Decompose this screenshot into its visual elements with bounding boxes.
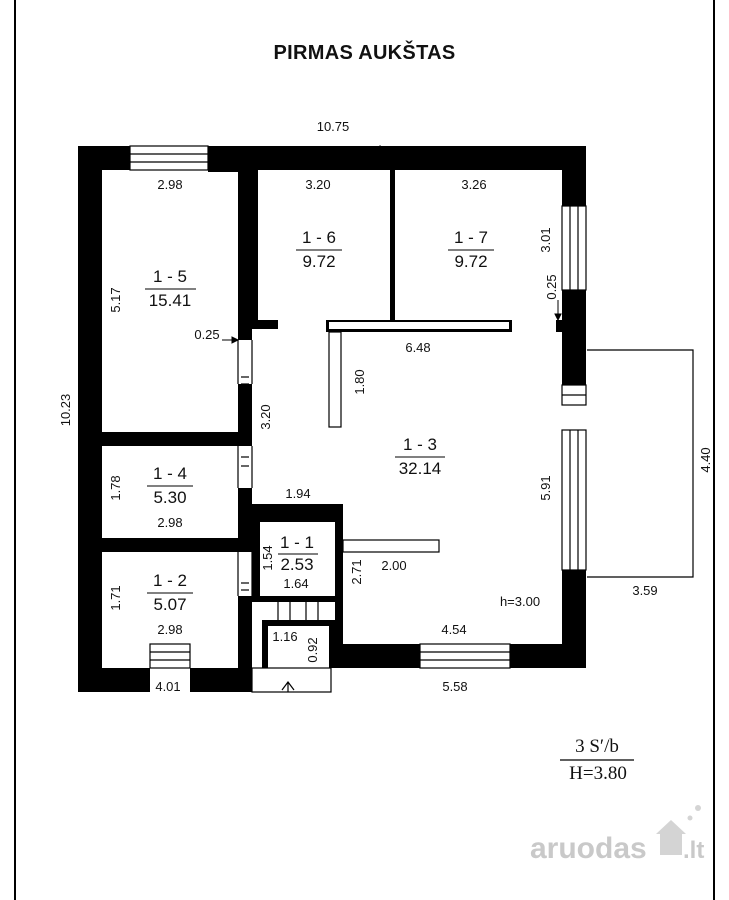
partition-wall: [328, 331, 342, 428]
dim-stair-width: 2.00: [381, 558, 406, 573]
room-1-3: 1 - 3 32.14: [395, 435, 445, 478]
outer-wall-bottom-left: [190, 668, 252, 692]
wall-r11-bottom: [252, 596, 343, 602]
wall-entry-top: [262, 620, 335, 626]
stair-element: [342, 539, 440, 553]
room-area: 9.72: [454, 252, 487, 271]
dim-stair-height: 2.71: [349, 559, 364, 584]
left-border: [14, 0, 16, 900]
watermark-text: aruodas: [530, 832, 647, 865]
sheet-label-bottom: H=3.80: [569, 763, 627, 784]
dim-partition: 1.80: [352, 369, 367, 394]
dim-terrace-height: 4.40: [698, 447, 713, 472]
dim-r11-bottom: 1.64: [283, 576, 308, 591]
watermark-house-icon: [660, 833, 682, 855]
room-area: 15.41: [149, 291, 192, 310]
dim-r11-top: 1.94: [285, 486, 310, 501]
dim-hall-top: 6.48: [405, 340, 430, 355]
room-1-4: 1 - 4 5.30: [147, 464, 193, 507]
dim-r12-height: 1.71: [108, 585, 123, 610]
ceiling-height: h=3.00: [500, 594, 540, 609]
wall-r11-right: [335, 522, 343, 598]
dimension-arrows: [222, 300, 562, 344]
room-area: 5.30: [153, 488, 186, 507]
wall-r16-r17: [390, 170, 395, 322]
room-area: 5.07: [153, 595, 186, 614]
dim-r12-width: 2.98: [157, 622, 182, 637]
outer-walls: [78, 146, 586, 692]
dim-left-gap: 0.25: [194, 327, 219, 342]
room-id: 1 - 5: [153, 267, 187, 286]
wall-r15-bottom: [102, 432, 238, 446]
dim-r11-height: 1.54: [260, 545, 275, 570]
dim-terrace-width: 3.59: [632, 583, 657, 598]
dim-corridor: 3.20: [258, 404, 273, 429]
dim-left-total: 10.23: [58, 394, 73, 427]
room-id: 1 - 1: [280, 533, 314, 552]
dim-bottom-left: 4.01: [155, 679, 180, 694]
outer-wall-bottom-middle: [335, 504, 420, 668]
windows: [129, 145, 587, 669]
room-1-2: 1 - 2 5.07: [147, 571, 193, 614]
room-id: 1 - 7: [454, 228, 488, 247]
terrace-outline: [587, 349, 694, 578]
interior-walls: [102, 170, 562, 668]
wall-r11-top: [252, 504, 343, 522]
dim-r16-width: 3.20: [305, 177, 330, 192]
wall-r16-left: [252, 170, 258, 320]
wall-r14-bottom: [102, 538, 238, 552]
plan-title: PIRMAS AUKŠTAS: [273, 42, 456, 64]
dim-r15-width: 2.98: [157, 177, 182, 192]
room-area: 2.53: [280, 555, 313, 574]
dim-entry-depth: 0.92: [305, 637, 320, 662]
room-labels: 1 - 5 15.41 1 - 6 9.72 1 - 7 9.72 1 - 3 …: [145, 228, 494, 614]
outer-wall-left: [78, 146, 150, 692]
room-id: 1 - 2: [153, 571, 187, 590]
outer-wall-top-middle: [208, 146, 380, 172]
wall-r16-bottom-left: [252, 320, 278, 329]
entrance-step: [251, 667, 332, 693]
room-1-6: 1 - 6 9.72: [296, 228, 342, 271]
outer-wall-top-right: [380, 146, 586, 206]
room-id: 1 - 4: [153, 464, 187, 483]
wall-r12-right: [238, 596, 252, 668]
room-1-7: 1 - 7 9.72: [448, 228, 494, 271]
dim-right-upper: 3.01: [538, 227, 553, 252]
dim-r14-width: 2.98: [157, 515, 182, 530]
sheet-label-top: 3 S′/b: [575, 736, 619, 757]
dim-top-total: 10.75: [317, 119, 350, 134]
dim-entry-width: 1.16: [272, 629, 297, 644]
room-1-5: 1 - 5 15.41: [145, 267, 196, 310]
wall-hall-top-right: [556, 320, 562, 332]
dim-r15-height: 5.17: [108, 287, 123, 312]
sheet-label: 3 S′/b H=3.80: [560, 736, 634, 784]
dimension-labels: 10.75 10.23 2.98 5.17 3.20 3.26 3.01 0.2…: [58, 119, 713, 694]
dim-right-small: 0.25: [544, 274, 559, 299]
outer-wall-right-pier: [562, 290, 586, 385]
right-border: [713, 0, 715, 900]
room-1-1: 1 - 1 2.53: [278, 533, 318, 574]
wall-r14-right: [238, 488, 252, 552]
room-area: 32.14: [399, 459, 442, 478]
wall-entry-left: [262, 620, 268, 668]
wall-entry-right: [329, 620, 335, 668]
wall-r11-left: [252, 522, 260, 598]
watermark: aruodas .lt: [530, 805, 704, 865]
room-id: 1 - 3: [403, 435, 437, 454]
dim-right-hall: 5.91: [538, 475, 553, 500]
watermark-suffix: .lt: [683, 837, 704, 864]
room-id: 1 - 6: [302, 228, 336, 247]
room-area: 9.72: [302, 252, 335, 271]
dim-hall-bottom: 4.54: [441, 622, 466, 637]
wall-corridor-left: [238, 384, 252, 446]
dim-r14-height: 1.78: [108, 475, 123, 500]
dim-r17-width: 3.26: [461, 177, 486, 192]
outer-wall-bottom-right: [510, 570, 586, 668]
dim-bottom-right: 5.58: [442, 679, 467, 694]
wall-r15-right: [238, 170, 252, 340]
